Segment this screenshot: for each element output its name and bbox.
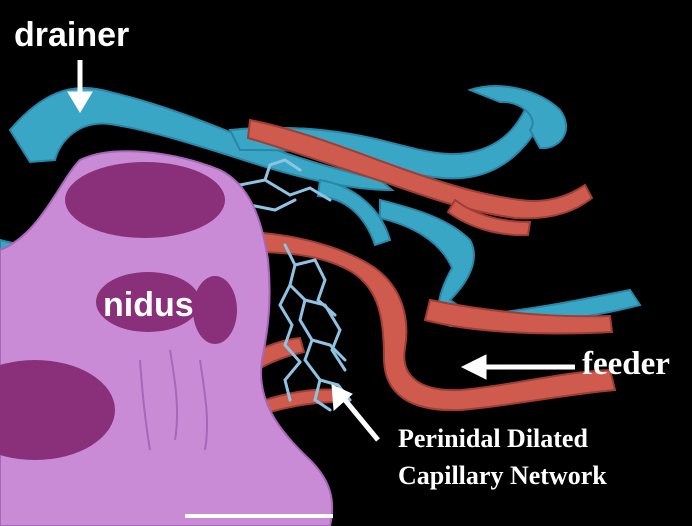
nidus-dark-region [65, 162, 225, 238]
capillary-label-line1: Perinidal Dilated [398, 420, 607, 457]
capillary-label-line2: Capillary Network [398, 457, 607, 494]
nidus-label: nidus [103, 286, 194, 325]
drainer-label: drainer [14, 16, 129, 55]
feeder-label: feeder [582, 346, 670, 383]
scale-bar [185, 514, 333, 518]
nidus-dark-region [193, 276, 237, 344]
capillary-network-label: Perinidal Dilated Capillary Network [398, 420, 607, 494]
